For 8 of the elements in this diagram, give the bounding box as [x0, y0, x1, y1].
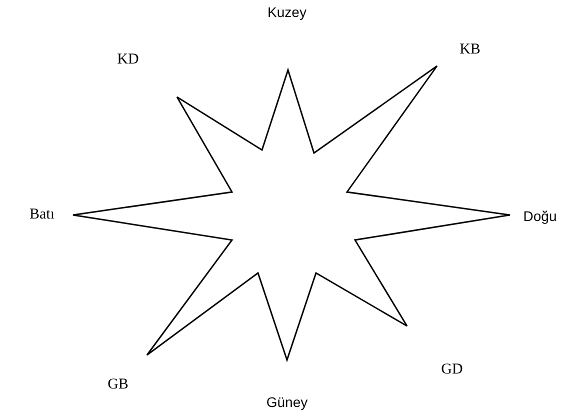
direction-label: GD: [441, 362, 463, 378]
direction-label: KB: [460, 42, 480, 58]
direction-label: Doğu: [523, 208, 557, 224]
direction-label: GB: [108, 376, 128, 394]
direction-label: KD: [117, 52, 139, 68]
direction-label: Güney: [266, 394, 308, 410]
direction-label: Kuzey: [268, 4, 306, 20]
direction-label: Batı: [30, 206, 54, 224]
